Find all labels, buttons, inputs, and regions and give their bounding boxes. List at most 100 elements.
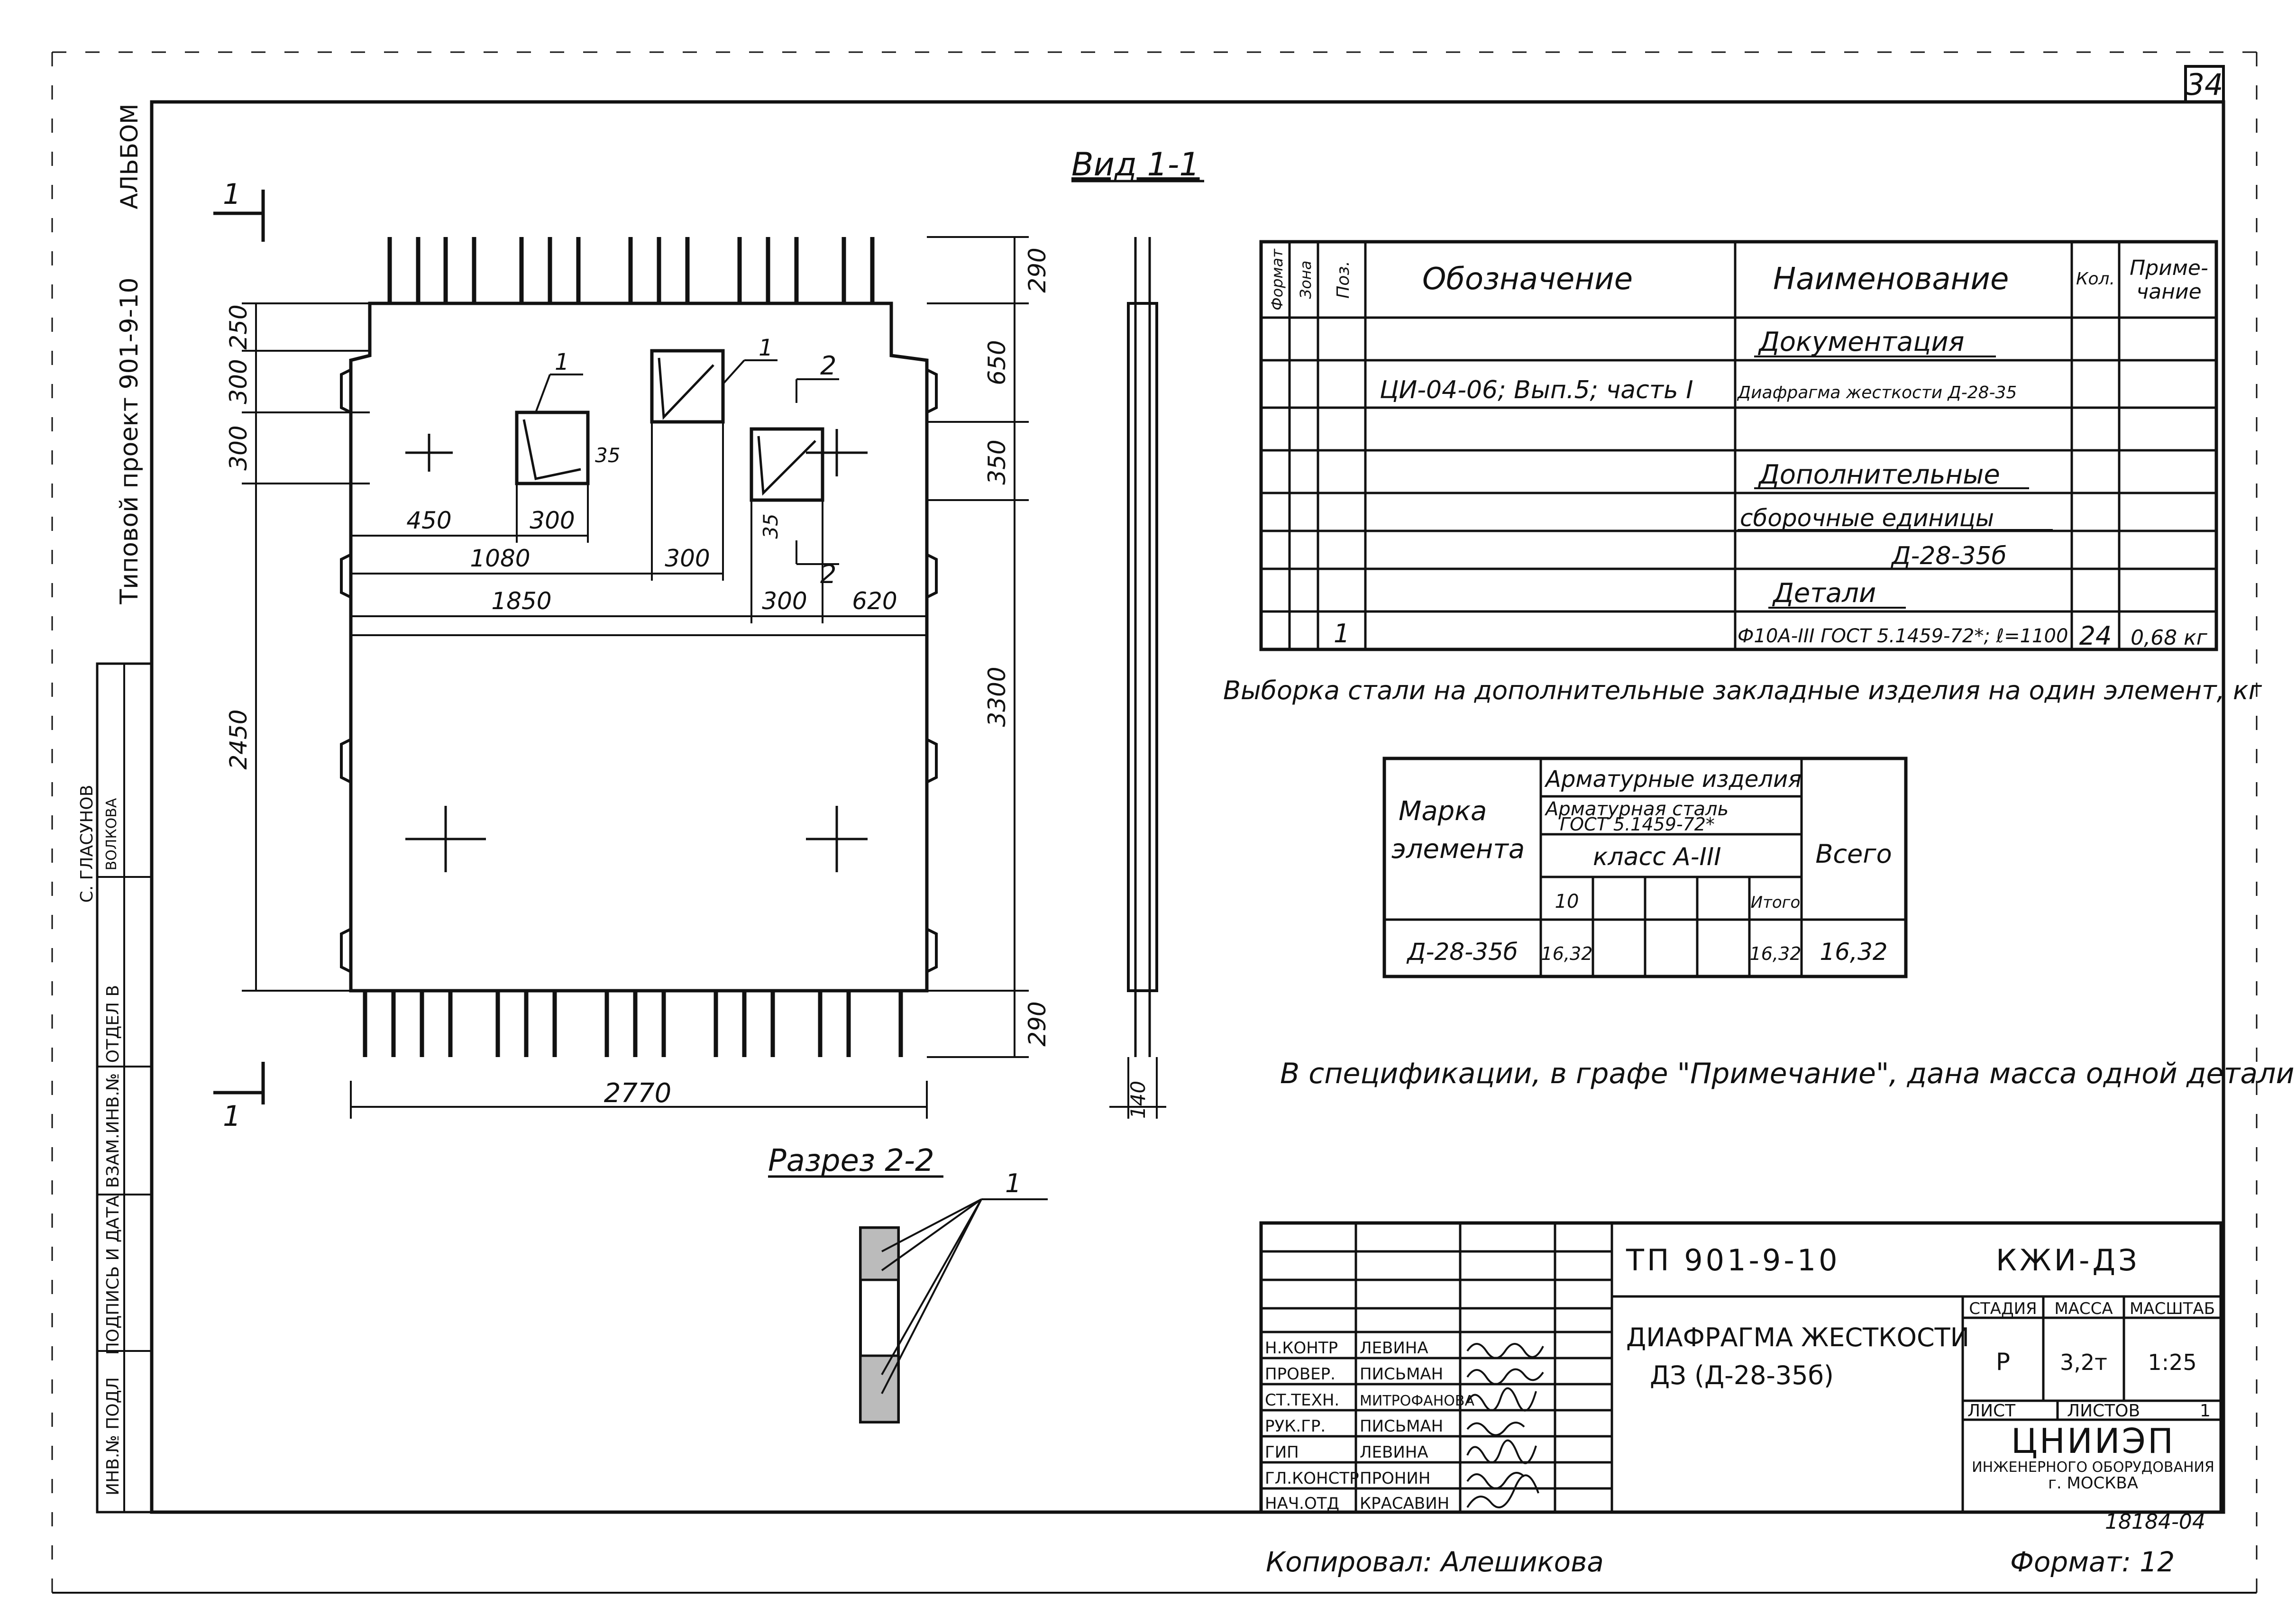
svg-text:Р: Р <box>1996 1348 2010 1376</box>
signatures <box>1466 1343 1544 1508</box>
svg-text:ЛЕВИНА: ЛЕВИНА <box>1360 1443 1428 1462</box>
panel-outline <box>340 237 938 1057</box>
section-mark-bottom: 1 <box>213 1062 265 1133</box>
svg-text:РУК.ГР.: РУК.ГР. <box>1265 1417 1326 1436</box>
svg-text:1080: 1080 <box>470 545 530 572</box>
svg-text:Наименование: Наименование <box>1773 262 2009 297</box>
svg-text:ПИСЬМАН: ПИСЬМАН <box>1360 1417 1443 1436</box>
svg-text:Обозначение: Обозначение <box>1422 262 1633 297</box>
svg-text:10: 10 <box>1555 891 1579 912</box>
svg-text:1:25: 1:25 <box>2148 1350 2196 1375</box>
svg-text:ДИАФРАГМА ЖЕСТКОСТИ: ДИАФРАГМА ЖЕСТКОСТИ <box>1626 1323 1969 1352</box>
section-2-2: Разрез 2-2 1 <box>768 1143 1048 1423</box>
side-stamp-dept: ОТДЕЛ В <box>103 985 123 1063</box>
svg-text:2450: 2450 <box>225 709 252 769</box>
svg-text:СТ.ТЕХН.: СТ.ТЕХН. <box>1265 1391 1339 1410</box>
svg-text:ДЗ (Д-28-35б): ДЗ (Д-28-35б) <box>1650 1360 1834 1390</box>
svg-text:1: 1 <box>223 1100 241 1133</box>
svg-text:300: 300 <box>762 587 807 615</box>
svg-text:1: 1 <box>223 178 241 211</box>
side-album-label: АЛЬБОМ <box>116 104 143 210</box>
svg-text:16,32: 16,32 <box>1820 938 1887 966</box>
svg-text:350: 350 <box>983 439 1011 484</box>
svg-text:18184-04: 18184-04 <box>2105 1510 2205 1534</box>
svg-text:300: 300 <box>225 425 252 470</box>
svg-text:чание: чание <box>2136 280 2201 304</box>
side-stamp-name2: ВОЛКОВА <box>103 798 120 870</box>
page-number: 34 <box>2186 67 2223 102</box>
dimension-lines <box>242 236 1029 1119</box>
svg-text:3300: 3300 <box>983 666 1011 727</box>
svg-text:Формат: Формат <box>1268 248 1286 310</box>
svg-text:16,32: 16,32 <box>1541 943 1593 964</box>
side-stamp-replace: ВЗАМ.ИНВ.№ <box>103 1073 123 1188</box>
svg-text:140: 140 <box>1126 1081 1150 1119</box>
svg-text:35: 35 <box>595 444 620 467</box>
svg-text:Дополнительные: Дополнительные <box>1757 459 2000 490</box>
svg-text:сборочные единицы: сборочные единицы <box>1740 504 1994 532</box>
title-block: ТП 901-9-10 КЖИ-ДЗ ДИАФРАГМА ЖЕСТКОСТИ Д… <box>1259 1221 2223 1534</box>
svg-text:ГОСТ 5.1459-72*: ГОСТ 5.1459-72* <box>1560 814 1715 835</box>
svg-text:КЖИ-ДЗ: КЖИ-ДЗ <box>1996 1243 2140 1277</box>
svg-text:Всего: Всего <box>1815 839 1892 869</box>
footer-copied: Копировал: Алешикова <box>1266 1546 1604 1578</box>
section-mark-top: 1 <box>213 178 265 242</box>
svg-text:300: 300 <box>225 359 252 404</box>
side-strip: АЛЬБОМ Типовой проект 901-9-10 ИНВ.№ ПОД… <box>77 104 153 1514</box>
svg-text:элемента: элемента <box>1391 834 1525 865</box>
svg-text:250: 250 <box>225 304 252 349</box>
footer-format: Формат: 12 <box>2010 1546 2175 1578</box>
svg-text:Зона: Зона <box>1297 261 1315 299</box>
svg-text:35: 35 <box>759 513 782 538</box>
svg-text:3,2т: 3,2т <box>2060 1350 2107 1375</box>
svg-text:Детали: Детали <box>1772 578 1876 609</box>
svg-text:300: 300 <box>665 545 710 572</box>
svg-text:ГЛ.КОНСТР: ГЛ.КОНСТР <box>1265 1469 1359 1488</box>
view-title: Вид 1-1 <box>1071 146 1200 183</box>
svg-text:Документация: Документация <box>1757 327 1964 357</box>
svg-text:МАСШТАБ: МАСШТАБ <box>2130 1299 2215 1318</box>
svg-text:Арматурные изделия: Арматурные изделия <box>1544 766 1802 793</box>
svg-text:Диафрагма жесткости Д-28-35: Диафрагма жесткости Д-28-35 <box>1737 383 2017 402</box>
svg-text:Кол.: Кол. <box>2076 269 2115 289</box>
svg-text:ЛИСТ: ЛИСТ <box>1967 1401 2016 1421</box>
svg-text:ЛЕВИНА: ЛЕВИНА <box>1360 1339 1428 1358</box>
svg-text:класс А-III: класс А-III <box>1593 843 1721 871</box>
svg-text:ЦНИИЭП: ЦНИИЭП <box>2011 1421 2175 1461</box>
svg-text:СТАДИЯ: СТАДИЯ <box>1969 1299 2037 1318</box>
side-stamp-name1: С. ГЛАСУНОВ <box>77 785 97 903</box>
svg-text:650: 650 <box>983 340 1011 385</box>
dimension-texts: 290 250 300 300 2450 650 350 3300 290 45… <box>225 247 1051 1109</box>
side-stamp-sign: ПОДПИСЬ И ДАТА <box>103 1195 123 1355</box>
svg-text:ИНЖЕНЕРНОГО ОБОРУДОВАНИЯ: ИНЖЕНЕРНОГО ОБОРУДОВАНИЯ <box>1972 1459 2214 1476</box>
svg-text:ЦИ-04-06; Вып.5; часть I: ЦИ-04-06; Вып.5; часть I <box>1380 376 1693 404</box>
side-project-label: Типовой проект 901-9-10 <box>115 277 144 604</box>
position-marks <box>535 359 839 565</box>
svg-text:ТП 901-9-10: ТП 901-9-10 <box>1626 1243 1840 1277</box>
svg-text:МИТРОФАНОВА: МИТРОФАНОВА <box>1360 1393 1474 1409</box>
svg-text:КРАСАВИН: КРАСАВИН <box>1360 1494 1449 1513</box>
svg-text:Н.КОНТР: Н.КОНТР <box>1265 1339 1338 1358</box>
svg-text:1: 1 <box>2200 1401 2211 1421</box>
steel-table: Марка элемента Арматурные изделия Армату… <box>1382 757 1908 978</box>
view-1-1: Вид 1-1 1 1 <box>213 146 1204 1423</box>
svg-text:Д-28-35б: Д-28-35б <box>1891 542 2007 570</box>
side-view: 140 <box>1109 237 1166 1119</box>
svg-text:Марка: Марка <box>1399 796 1487 827</box>
svg-text:1: 1 <box>1334 619 1350 648</box>
svg-text:МАССА: МАССА <box>2054 1299 2113 1318</box>
svg-text:Приме-: Приме- <box>2130 256 2208 280</box>
svg-text:290: 290 <box>1024 247 1051 292</box>
svg-text:ПИСЬМАН: ПИСЬМАН <box>1360 1365 1443 1384</box>
svg-text:Разрез 2-2: Разрез 2-2 <box>768 1143 934 1178</box>
note-text: В спецификации, в графе "Примечание", да… <box>1280 1057 2296 1090</box>
svg-text:ЛИСТОВ: ЛИСТОВ <box>2067 1401 2140 1421</box>
svg-text:НАЧ.ОТД: НАЧ.ОТД <box>1265 1494 1339 1513</box>
pos-mark-1: 1 <box>555 349 569 375</box>
svg-text:24: 24 <box>2079 621 2112 651</box>
svg-text:450: 450 <box>406 507 451 534</box>
svg-text:300: 300 <box>530 507 575 534</box>
svg-text:16,32: 16,32 <box>1750 943 1802 964</box>
